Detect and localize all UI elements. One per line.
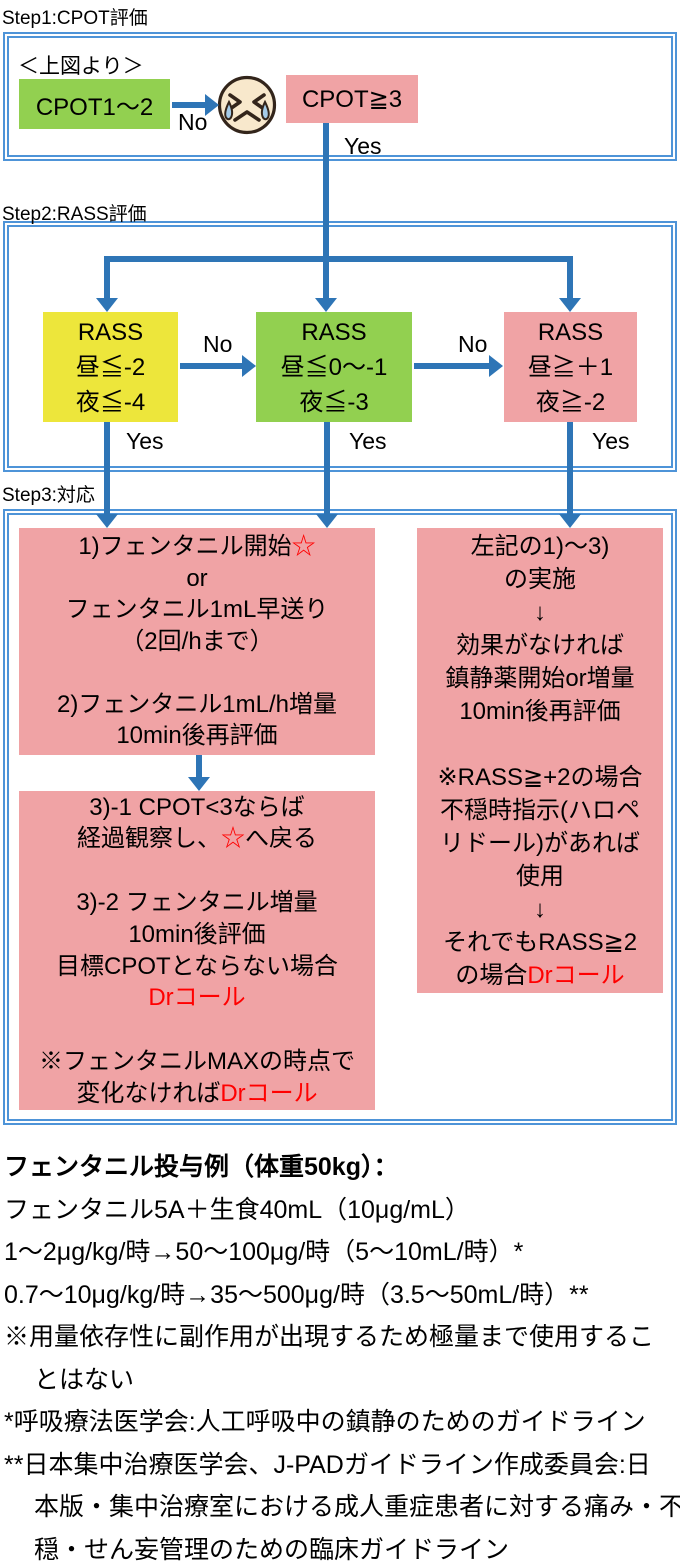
- rass-target-line3: 夜≦-3: [299, 388, 369, 416]
- rass-deep-line1: RASS: [77, 318, 144, 346]
- rass-deep-line2: 昼≦-2: [75, 353, 146, 381]
- connector-box1-box2: [196, 755, 202, 778]
- footnote-2a: **日本集中治療医学会、J-PADガイドライン作成委員会:日: [4, 1450, 651, 1479]
- star-marker: ☆: [291, 533, 316, 561]
- dosing-rate-1: 1〜2μg/kg/時→50〜100μg/時（5〜10mL/時）*: [4, 1238, 524, 1266]
- followup-line4: 3)-2 フェンタニル増量: [76, 888, 318, 916]
- arrowhead-yes-left: [96, 514, 118, 528]
- rass-target-line2: 昼≦0〜-1: [280, 353, 388, 381]
- sedation-line5: 鎮静薬開始or増量: [445, 664, 635, 692]
- down-arrow-glyph: ↓: [534, 895, 546, 923]
- step1-title: Step1:CPOT評価: [2, 8, 148, 29]
- connector-step1-no: [172, 102, 206, 108]
- dosing-caution-2: とはない: [34, 1365, 135, 1394]
- connector-step1-yes: [323, 123, 329, 299]
- step2-no-right-label: No: [458, 331, 488, 357]
- sedation-line4: 効果がなければ: [456, 631, 624, 659]
- step3-title: Step3:対応: [2, 485, 95, 506]
- cpot-low-label: CPOT1〜2: [35, 93, 154, 121]
- fentanyl-start-line7: 10min後再評価: [116, 722, 278, 750]
- rass-agitated-box: RASS 昼≧＋1 夜≧-2: [504, 312, 637, 422]
- sedation-line14: の場合Drコール: [455, 961, 625, 989]
- fentanyl-followup-box: 3)-1 CPOT<3ならば 経過観察し、☆へ戻る 3)-2 フェンタニル増量 …: [19, 791, 375, 1110]
- crying-face-icon: [217, 75, 277, 135]
- followup-line6: 目標CPOTとならない場合: [56, 952, 338, 980]
- arrowhead-no-right: [489, 355, 503, 377]
- followup-line2: 経過観察し、☆へ戻る: [77, 825, 317, 853]
- followup-line5: 10min後評価: [128, 920, 266, 948]
- cpot-low-box: CPOT1〜2: [19, 79, 170, 129]
- step1-note: ＜上図より＞: [18, 55, 144, 78]
- connector-no-right: [414, 363, 490, 369]
- arrowhead-yes-right: [559, 514, 581, 528]
- arrowhead-step1-no: [205, 94, 219, 116]
- step2-yes-mid-label: Yes: [349, 428, 387, 454]
- connector-step2-branch: [104, 256, 573, 262]
- arrowhead-drop-mid: [315, 298, 337, 312]
- rass-agitated-line3: 夜≧-2: [535, 388, 606, 416]
- followup-line1: 3)-1 CPOT<3ならば: [89, 793, 305, 821]
- cpot-high-box: CPOT≧3: [286, 75, 418, 123]
- followup-dr-call: Drコール: [148, 984, 246, 1012]
- step3-panel: [3, 509, 677, 1125]
- fentanyl-start-box: 1)フェンタニル開始☆ or フェンタニル1mL早送り （2回/hまで） 2)フ…: [19, 528, 375, 755]
- connector-no-left: [180, 363, 243, 369]
- followup-line10: 変化なければDrコール: [76, 1079, 318, 1107]
- sedation-line8: ※RASS≧+2の場合: [437, 763, 643, 791]
- dosing-caution-1: ※用量依存性に副作用が出現するため極量まで使用するこ: [4, 1323, 655, 1351]
- sedation-line13: それでもRASS≧2: [442, 928, 638, 956]
- rass-agitated-line1: RASS: [537, 318, 604, 346]
- sedation-line1: 左記の1)〜3): [470, 532, 610, 560]
- connector-yes-right: [567, 422, 573, 515]
- step2-title: Step2:RASS評価: [2, 204, 147, 225]
- step2-yes-right-label: Yes: [592, 428, 630, 454]
- arrowhead-drop-right: [559, 298, 581, 312]
- connector-drop-right: [567, 256, 573, 299]
- sedation-box: 左記の1)〜3) の実施 ↓ 効果がなければ 鎮静薬開始or増量 10min後再…: [417, 528, 663, 993]
- fentanyl-start-line3: フェンタニル1mL早送り: [65, 596, 329, 624]
- footnote-2c: 穏・せん妄管理のための臨床ガイドライン: [34, 1535, 510, 1563]
- dosing-notes: フェンタニル投与例（体重50kg）： フェンタニル5A＋生食40mL（10μg/…: [4, 1146, 680, 1563]
- fentanyl-start-line4: （2回/hまで）: [120, 627, 274, 655]
- dosing-title: フェンタニル投与例（体重50kg）：: [4, 1153, 399, 1181]
- step2-yes-left-label: Yes: [126, 428, 164, 454]
- step1-panel: [3, 32, 677, 161]
- arrowhead-drop-left: [96, 298, 118, 312]
- dosing-rate-2: 0.7〜10μg/kg/時→35〜500μg/時（3.5〜50mL/時）**: [4, 1280, 589, 1309]
- fentanyl-start-line6: 2)フェンタニル1mL/h増量: [56, 690, 338, 718]
- star-marker: ☆: [221, 825, 245, 853]
- step2-no-left-label: No: [203, 331, 233, 357]
- dosing-mix: フェンタニル5A＋生食40mL（10μg/mL）: [4, 1195, 470, 1224]
- fentanyl-start-line1: 1)フェンタニル開始☆: [78, 533, 316, 561]
- rass-deep-line3: 夜≦-4: [75, 388, 146, 416]
- followup-line9: ※フェンタニルMAXの時点で: [38, 1047, 355, 1075]
- step1-no-label: No: [178, 109, 208, 135]
- footnote-2b: 本版・集中治療室における成人重症患者に対する痛み・不: [34, 1493, 680, 1521]
- connector-yes-left: [104, 422, 110, 515]
- arrowhead-box1-box2: [188, 777, 210, 791]
- step1-yes-label: Yes: [344, 133, 382, 159]
- sedation-line6: 10min後再評価: [459, 697, 621, 725]
- sedation-line11: 使用: [516, 862, 564, 890]
- fentanyl-start-line2: or: [186, 564, 208, 592]
- sedation-line9: 不穏時指示(ハロペ: [440, 796, 640, 824]
- rass-agitated-line2: 昼≧＋1: [527, 353, 614, 381]
- connector-yes-mid: [324, 422, 330, 515]
- rass-target-box: RASS 昼≦0〜-1 夜≦-3: [256, 312, 412, 422]
- sedation-line2: の実施: [504, 565, 576, 593]
- arrowhead-yes-mid: [316, 514, 338, 528]
- arrowhead-no-left: [242, 355, 256, 377]
- down-arrow-glyph: ↓: [534, 598, 546, 626]
- cpot-high-label: CPOT≧3: [301, 85, 403, 113]
- dr-call-text: Drコール: [527, 961, 625, 989]
- rass-deep-box: RASS 昼≦-2 夜≦-4: [43, 312, 178, 422]
- dr-call-text: Drコール: [220, 1079, 318, 1107]
- sedation-line10: リドール)があれば: [440, 829, 640, 857]
- footnote-1: *呼吸療法医学会:人工呼吸中の鎮静のためのガイドライン: [4, 1408, 646, 1436]
- connector-drop-left: [104, 256, 110, 299]
- rass-target-line1: RASS: [301, 318, 367, 346]
- step2-panel: [3, 221, 677, 472]
